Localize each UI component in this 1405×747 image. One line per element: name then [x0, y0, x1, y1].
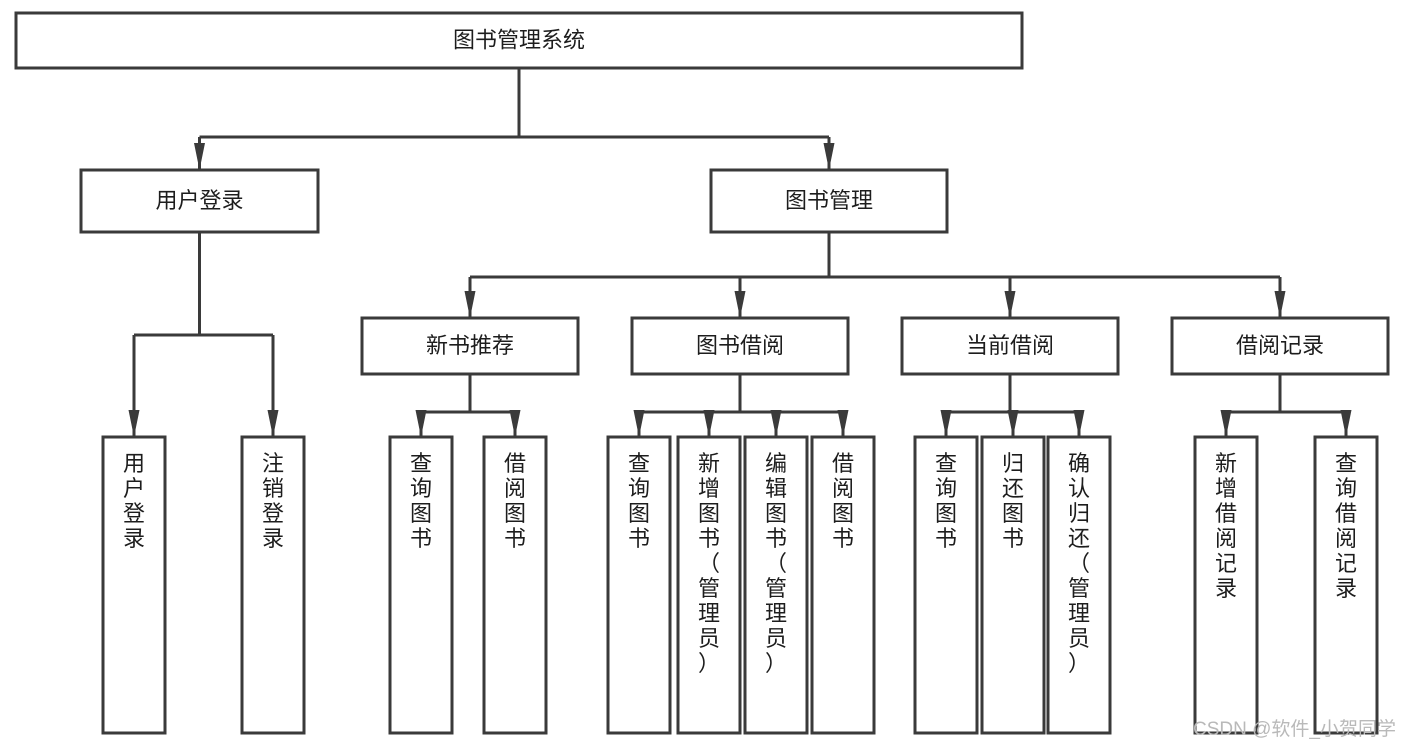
node-leaf-borrow-book-1[interactable]: 借阅图书	[482, 435, 548, 735]
node-new-book-recommend[interactable]: 新书推荐	[360, 316, 580, 376]
node-leaf-query-book-2[interactable]: 查询图书	[606, 435, 672, 735]
book-management-arrow-2	[1004, 291, 1016, 318]
book-borrow-arrow-2	[770, 410, 782, 437]
borrow-record-arrow-0	[1220, 410, 1232, 437]
node-box-leaf-borrow-book-2	[810, 435, 876, 735]
node-leaf-user-login[interactable]: 用户登录	[101, 435, 167, 735]
user-login-arrow-1	[267, 410, 279, 437]
book-borrow-arrow-1	[703, 410, 715, 437]
current-borrow-arrow-0	[940, 410, 952, 437]
node-leaf-confirm-return[interactable]: 确认归还（管理员）	[1046, 435, 1112, 735]
node-leaf-query-record[interactable]: 查询借阅记录	[1313, 435, 1379, 735]
node-label-leaf-add-record: 新增借阅记录	[1215, 451, 1237, 601]
node-leaf-edit-book[interactable]: 编辑图书（管理员）	[743, 435, 809, 735]
node-box-leaf-user-login	[101, 435, 167, 735]
node-label-new-book-recommend: 新书推荐	[426, 333, 514, 358]
node-label-leaf-user-login: 用户登录	[123, 451, 145, 551]
node-label-leaf-query-book-1: 查询图书	[410, 451, 432, 551]
node-book-management[interactable]: 图书管理	[709, 168, 949, 234]
node-label-root: 图书管理系统	[453, 27, 585, 52]
node-box-leaf-confirm-return	[1046, 435, 1112, 735]
node-box-user-login	[79, 168, 320, 234]
root-arrow-1	[823, 143, 835, 170]
node-label-leaf-logout: 注销登录	[262, 451, 284, 551]
node-user-login[interactable]: 用户登录	[79, 168, 320, 234]
node-box-new-book-recommend	[360, 316, 580, 376]
node-root[interactable]: 图书管理系统	[14, 11, 1024, 70]
node-borrow-record[interactable]: 借阅记录	[1170, 316, 1390, 376]
root-arrow-0	[194, 143, 205, 170]
node-book-borrow[interactable]: 图书借阅	[630, 316, 850, 376]
node-box-leaf-edit-book	[743, 435, 809, 735]
node-box-root	[14, 11, 1024, 70]
node-label-leaf-edit-book: 编辑图书（管理员）	[765, 451, 787, 676]
node-label-leaf-return-book: 归还图书	[1002, 451, 1024, 551]
node-label-borrow-record: 借阅记录	[1236, 333, 1324, 358]
node-label-book-management: 图书管理	[785, 188, 873, 213]
node-box-leaf-query-record	[1313, 435, 1379, 735]
node-box-borrow-record	[1170, 316, 1390, 376]
node-label-user-login: 用户登录	[155, 188, 243, 213]
current-borrow-arrow-1	[1007, 410, 1019, 437]
node-label-current-borrow: 当前借阅	[966, 333, 1054, 358]
node-label-leaf-query-record: 查询借阅记录	[1335, 451, 1357, 601]
csdn-watermark: CSDN @软件_小贺同学	[1193, 718, 1396, 740]
node-box-current-borrow	[900, 316, 1120, 376]
node-label-leaf-confirm-return: 确认归还（管理员）	[1068, 451, 1090, 676]
node-box-leaf-query-book-1	[388, 435, 454, 735]
borrow-record-arrow-1	[1340, 410, 1352, 437]
book-borrow-arrow-3	[837, 410, 849, 437]
book-management-arrow-1	[734, 291, 746, 318]
new-book-recommend-arrow-1	[509, 410, 521, 437]
node-label-leaf-borrow-book-2: 借阅图书	[832, 451, 854, 551]
node-box-book-management	[709, 168, 949, 234]
user-login-arrow-0	[128, 410, 140, 437]
node-leaf-return-book[interactable]: 归还图书	[980, 435, 1046, 735]
node-box-book-borrow	[630, 316, 850, 376]
node-box-leaf-add-record	[1193, 435, 1259, 735]
node-label-book-borrow: 图书借阅	[696, 333, 784, 358]
node-box-leaf-borrow-book-1	[482, 435, 548, 735]
new-book-recommend-arrow-0	[415, 410, 427, 437]
node-box-leaf-return-book	[980, 435, 1046, 735]
node-leaf-query-book-3[interactable]: 查询图书	[913, 435, 979, 735]
book-borrow-arrow-0	[633, 410, 645, 437]
book-management-arrow-3	[1274, 291, 1286, 318]
connector-layer	[128, 68, 1352, 437]
node-leaf-add-record[interactable]: 新增借阅记录	[1193, 435, 1259, 735]
book-management-arrow-0	[464, 291, 476, 318]
node-label-leaf-query-book-3: 查询图书	[935, 451, 957, 551]
node-box-leaf-add-book	[676, 435, 742, 735]
node-label-leaf-borrow-book-1: 借阅图书	[504, 451, 526, 551]
node-label-leaf-add-book: 新增图书（管理员）	[698, 451, 720, 676]
node-box-leaf-query-book-3	[913, 435, 979, 735]
node-layer: 图书管理系统用户登录图书管理用户登录注销登录新书推荐查询图书借阅图书图书借阅查询…	[14, 11, 1390, 735]
node-label-leaf-query-book-2: 查询图书	[628, 451, 650, 551]
node-leaf-borrow-book-2[interactable]: 借阅图书	[810, 435, 876, 735]
node-box-leaf-query-book-2	[606, 435, 672, 735]
node-box-leaf-logout	[240, 435, 306, 735]
node-leaf-logout[interactable]: 注销登录	[240, 435, 306, 735]
node-current-borrow[interactable]: 当前借阅	[900, 316, 1120, 376]
node-leaf-add-book[interactable]: 新增图书（管理员）	[676, 435, 742, 735]
node-leaf-query-book-1[interactable]: 查询图书	[388, 435, 454, 735]
current-borrow-arrow-2	[1073, 410, 1085, 437]
